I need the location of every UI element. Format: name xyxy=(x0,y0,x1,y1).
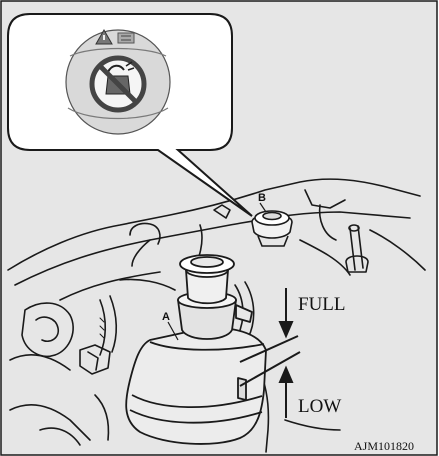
figure-code: AJM101820 xyxy=(354,439,414,453)
label-b: B xyxy=(258,192,266,204)
low-label: LOW xyxy=(298,396,341,417)
full-label: FULL xyxy=(298,294,346,315)
no-open-when-hot-icon xyxy=(92,58,144,110)
label-a: A xyxy=(162,311,170,323)
